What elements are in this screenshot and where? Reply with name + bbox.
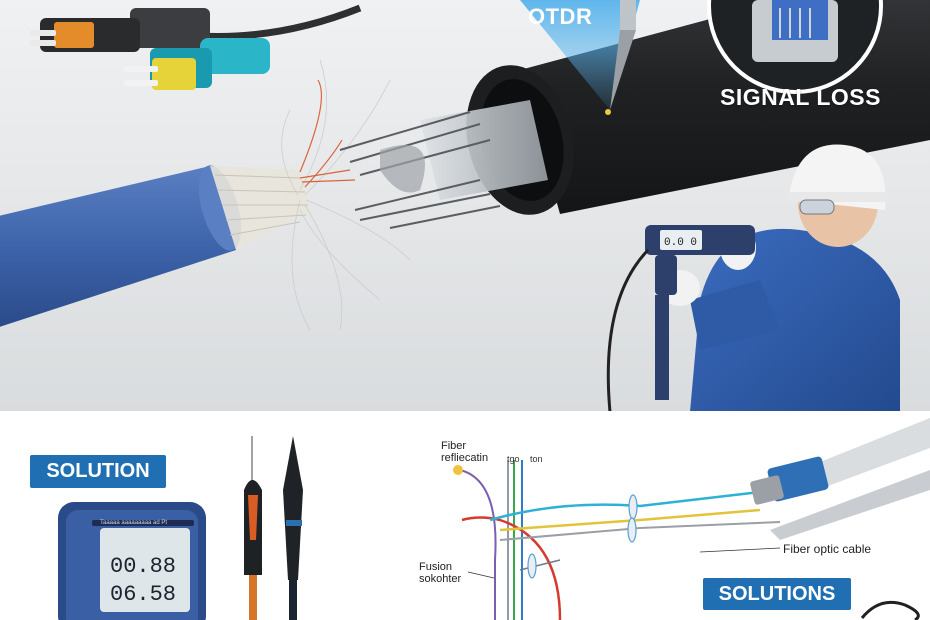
otdr-label: OTDR xyxy=(528,4,593,29)
patch-cord-cable xyxy=(199,4,362,40)
otdr-beam xyxy=(520,0,640,110)
blue-fiber-cable xyxy=(0,59,411,331)
tgo-label: tgo xyxy=(507,454,520,464)
fiber-optic-cable-label: Fiber optic cable xyxy=(783,542,872,556)
fusion-label-line1: Fusion xyxy=(419,561,453,573)
handheld-otdr-device: 0.0 0 xyxy=(606,225,755,413)
signal-loss-magnifier xyxy=(707,0,883,94)
cleaver-tools xyxy=(244,436,303,620)
meter-reading-1: 00.88 xyxy=(110,554,176,579)
ton-label: ton xyxy=(530,454,543,464)
cyan-connector xyxy=(124,38,270,90)
fiber-diagram xyxy=(453,460,781,620)
device-screen-text: 0.0 0 xyxy=(664,237,697,249)
solutions-badge: SOLUTIONS xyxy=(703,578,851,610)
solution-badge: SOLUTION xyxy=(30,455,166,488)
signal-loss-label: SIGNAL LOSS xyxy=(720,84,881,110)
meter-header: Taaaaa aaaaaaaaa ad Pt xyxy=(100,520,167,526)
fiber-reflection-label-line1: Fiber xyxy=(441,440,467,452)
sc-connector-bottom xyxy=(750,418,930,540)
fiber-reflection-label-line2: refliecatin xyxy=(441,452,489,464)
fusion-label-line2: sokohter xyxy=(419,573,462,585)
meter-reading-2: 06.58 xyxy=(110,582,176,607)
optical-power-meter xyxy=(58,502,206,620)
coiled-cable xyxy=(860,600,920,620)
otdr-probe xyxy=(605,0,636,115)
orange-connector xyxy=(30,8,210,52)
